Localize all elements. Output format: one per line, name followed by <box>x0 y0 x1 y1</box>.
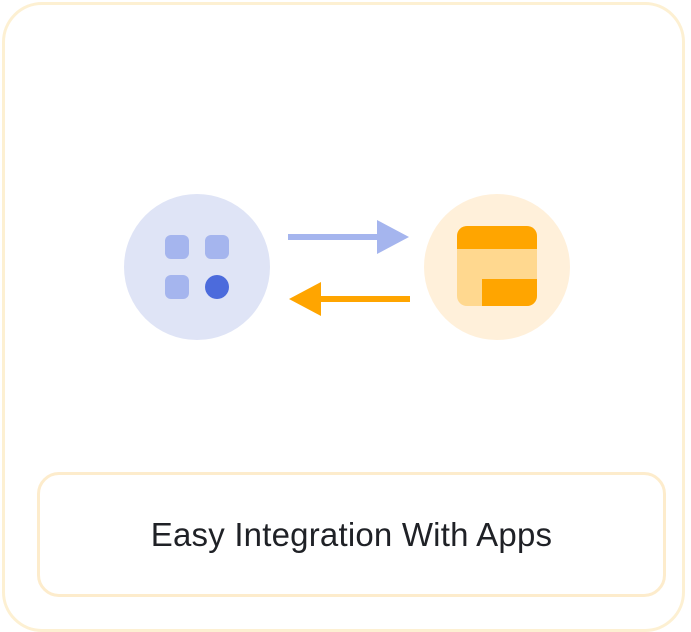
integration-illustration <box>124 194 570 340</box>
arrow-right-icon <box>288 220 409 254</box>
apps-grid-icon <box>124 194 270 340</box>
caption-box: Easy Integration With Apps <box>37 472 666 597</box>
card-title: Easy Integration With Apps <box>150 515 553 553</box>
app-window-icon <box>424 194 570 340</box>
arrow-left-icon <box>289 282 410 316</box>
